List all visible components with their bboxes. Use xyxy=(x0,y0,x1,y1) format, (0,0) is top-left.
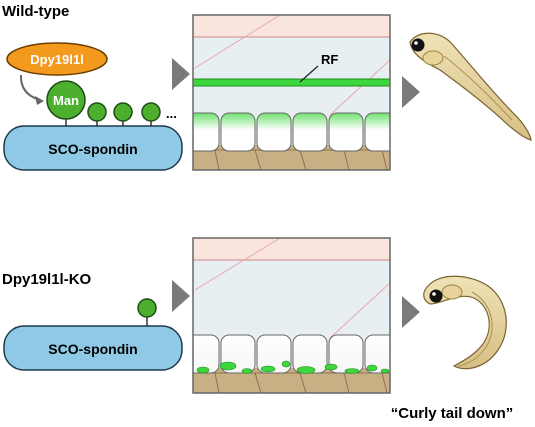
sco-spondin-protein xyxy=(3,125,183,171)
rf-pointer xyxy=(299,65,319,83)
ellipsis-label: ... xyxy=(166,106,177,121)
phenotype-label: “Curly tail down” xyxy=(391,405,514,422)
knockout-panel: Dpy19l1l-KO SCO-spondin xyxy=(2,237,514,422)
sugar-small-ko xyxy=(137,298,157,318)
ventricle-wild-type xyxy=(193,15,390,170)
wild-type-panel: Wild-type SCO-spondin Man ... Dpy19l1l xyxy=(2,3,532,171)
ependymal-cells xyxy=(193,112,390,152)
sugar-small-2 xyxy=(113,102,133,122)
fiber-aggregates xyxy=(196,360,390,374)
knockout-title: Dpy19l1l-KO xyxy=(2,271,92,288)
ventricle-knockout xyxy=(193,238,390,393)
sco-spondin-label-ko: SCO-spondin xyxy=(48,341,137,357)
ventricle-frame-top xyxy=(192,14,391,171)
reissner-fiber xyxy=(193,78,390,87)
wild-type-title: Wild-type xyxy=(2,3,69,20)
rf-label: RF xyxy=(321,52,338,67)
zebrafish-larva-icon xyxy=(423,275,507,370)
mannose-label: Man xyxy=(53,93,79,108)
triangle-arrow-icon xyxy=(172,58,190,90)
mannose-sugar xyxy=(46,80,86,120)
ependymal-cells-ko xyxy=(193,334,390,374)
dpy19l1l-enzyme xyxy=(6,42,108,76)
enzyme-label: Dpy19l1l xyxy=(30,52,83,67)
curved-arrow-icon xyxy=(19,74,44,105)
triangle-arrow-icon xyxy=(172,280,190,312)
sco-spondin-label: SCO-spondin xyxy=(48,141,137,157)
glycan-stems xyxy=(65,118,152,126)
triangle-arrow-icon xyxy=(402,296,420,328)
ventricle-frame-bottom xyxy=(192,237,391,394)
sugar-small-1 xyxy=(87,102,107,122)
sco-spondin-protein-ko xyxy=(3,325,183,371)
triangle-arrow-icon xyxy=(402,76,420,108)
zebrafish-larva-icon xyxy=(409,32,532,141)
sugar-small-3 xyxy=(141,102,161,122)
